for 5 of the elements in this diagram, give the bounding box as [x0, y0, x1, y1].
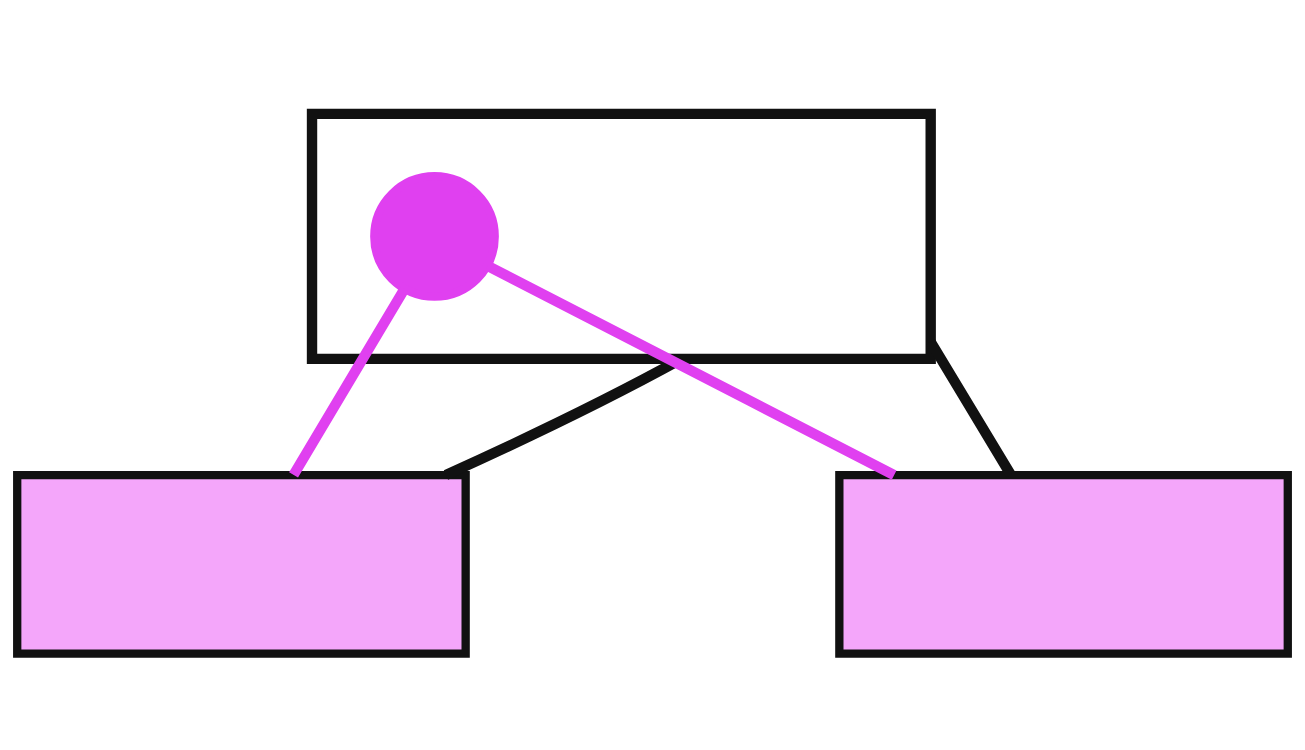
- cluster: [306, 108, 936, 364]
- connector: [485, 260, 897, 480]
- node-box: [835, 470, 1292, 658]
- node-circle: [370, 171, 499, 301]
- node-box: [13, 470, 470, 658]
